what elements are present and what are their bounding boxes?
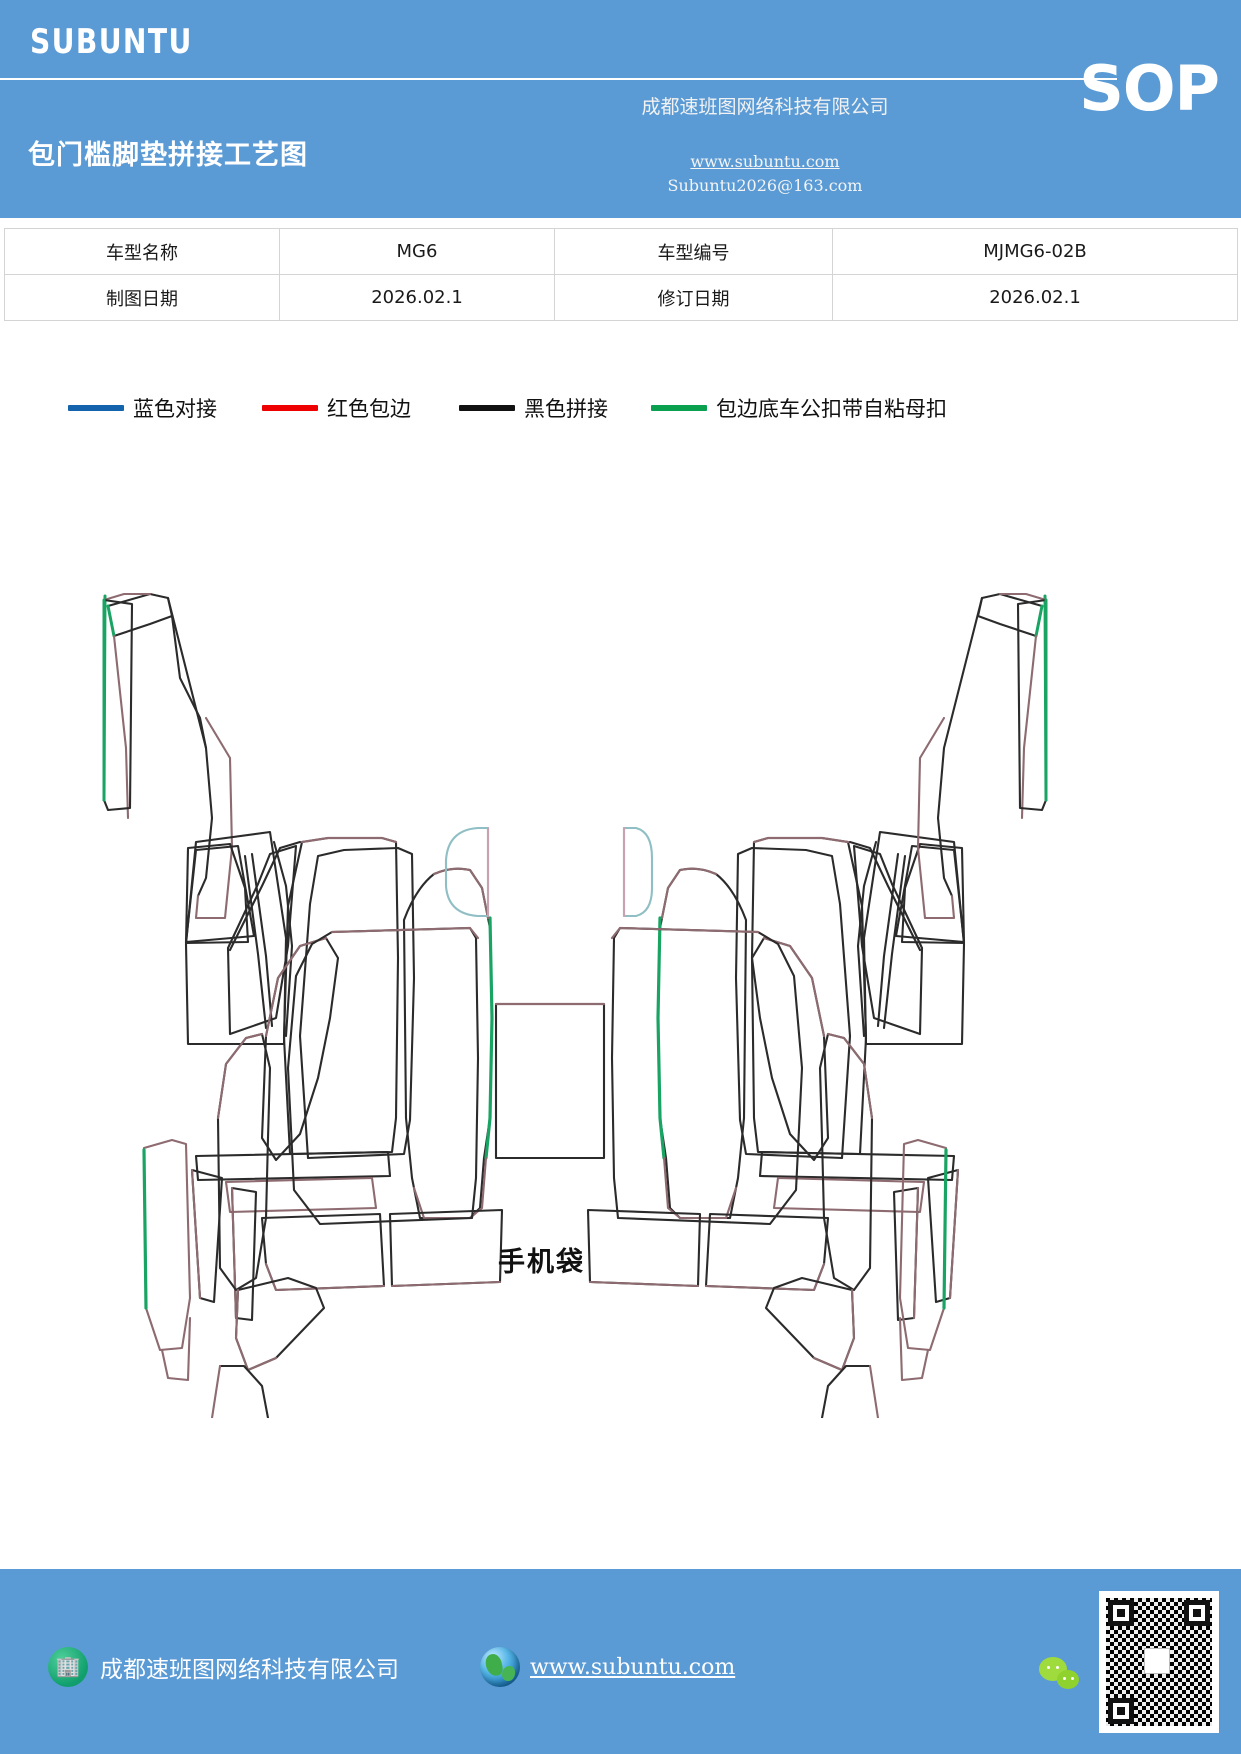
page-title: 包门槛脚垫拼接工艺图 (28, 140, 308, 171)
footer-company-block: 🏢 成都速班图网络科技有限公司 (48, 1647, 399, 1687)
legend-item-green: 包边底车公扣带自粘母扣 (651, 393, 947, 423)
qr-code[interactable] (1099, 1591, 1219, 1733)
part-left-top-flaps (226, 840, 302, 1038)
document-footer: 🏢 成都速班图网络科技有限公司 www.subuntu.com (0, 1569, 1241, 1754)
table-row: 制图日期 2026.02.1 修订日期 2026.02.1 (4, 274, 1238, 321)
part-right-secondary-strip (916, 596, 984, 920)
header-company-name: 成都速班图网络科技有限公司 (641, 96, 889, 118)
part-rear-left-shoulder (216, 1032, 272, 1292)
part-rear-right-shoulder (818, 1032, 874, 1292)
sop-badge: SOP (1079, 52, 1220, 125)
footer-website-link[interactable]: www.subuntu.com (530, 1654, 736, 1680)
part-right-main-mat (750, 836, 868, 1156)
qr-center-logo (1144, 1648, 1170, 1674)
technical-drawing-canvas: 手机袋 (0, 418, 1241, 1418)
legend-swatch-blue-icon (68, 405, 124, 411)
cell-model-name-label: 车型名称 (4, 228, 280, 275)
part-rear-left-main-mat (286, 926, 480, 1226)
phone-pocket-label: 手机袋 (498, 1247, 585, 1278)
qr-code-pattern (1106, 1598, 1212, 1726)
part-right-angled-panel (894, 844, 966, 944)
legend-item-red: 红色包边 (262, 393, 411, 423)
part-right-rounded-side (656, 867, 748, 1220)
part-right-sill-strip (976, 592, 1048, 820)
header-email[interactable]: Subuntu2026@163.com (667, 176, 863, 195)
cell-revise-date-value: 2026.02.1 (832, 274, 1238, 321)
part-left-wedge (184, 842, 250, 945)
part-left-secondary-strip (166, 596, 234, 920)
footer-company-name: 成都速班图网络科技有限公司 (100, 1657, 399, 1683)
part-right-long-bar (998, 592, 1048, 812)
floor-mat-pattern-diagram (102, 592, 1048, 1418)
legend-label-green: 包边底车公扣带自粘母扣 (716, 397, 947, 421)
qr-finder-bottom-left (1108, 1698, 1134, 1724)
part-rear-right-sill (898, 1138, 948, 1382)
legend-swatch-black-icon (459, 405, 515, 411)
cell-model-code-label: 车型编号 (554, 228, 833, 275)
wechat-dot (1071, 1677, 1074, 1680)
part-right-center-mat (734, 846, 852, 1160)
part-right-wedge (900, 842, 966, 945)
part-rear-left-diagonal (260, 936, 340, 1162)
footer-website-block[interactable]: www.subuntu.com (480, 1647, 735, 1687)
legend: 蓝色对接 红色包边 黑色拼接 包边底车公扣带自粘母扣 (0, 388, 1241, 428)
part-rear-right-main-mat (610, 926, 804, 1226)
part-right-upper-trapezoid (862, 830, 966, 1046)
cell-model-code-value: MJMG6-02B (832, 228, 1238, 275)
part-rear-left-tail (210, 1364, 270, 1418)
legend-swatch-red-icon (262, 405, 318, 411)
table-row: 车型名称 MG6 车型编号 MJMG6-02B (4, 228, 1238, 275)
cell-model-name-value: MG6 (279, 228, 555, 275)
legend-item-blue: 蓝色对接 (68, 393, 217, 423)
part-rear-left-heel-pads (260, 1208, 504, 1292)
document-header: SUBUNTU 包门槛脚垫拼接工艺图 成都速班图网络科技有限公司 www.sub… (0, 0, 1241, 218)
globe-icon (480, 1647, 520, 1687)
legend-label-red: 红色包边 (327, 397, 411, 421)
legend-label-blue: 蓝色对接 (133, 397, 217, 421)
wechat-dot (1056, 1666, 1059, 1669)
part-right-bottom-strips (892, 1168, 960, 1322)
cell-revise-date-label: 修订日期 (554, 274, 833, 321)
part-right-heel-pad (758, 1150, 956, 1214)
wechat-dot (1047, 1666, 1050, 1669)
header-website-link[interactable]: www.subuntu.com (690, 152, 840, 171)
part-left-sill-strip (102, 592, 208, 820)
part-rear-right-tail (820, 1364, 880, 1418)
wechat-icon (1039, 1657, 1089, 1695)
qr-finder-top-left (1108, 1600, 1134, 1626)
wechat-bubble-small (1057, 1670, 1079, 1689)
building-icon: 🏢 (48, 1647, 88, 1687)
cell-draw-date-value: 2026.02.1 (279, 274, 555, 321)
part-rear-right-triangle (764, 1276, 856, 1372)
part-left-main-mat (282, 836, 400, 1156)
vehicle-info-table: 车型名称 MG6 车型编号 MJMG6-02B 制图日期 2026.02.1 修… (4, 228, 1238, 321)
wechat-dot (1063, 1677, 1066, 1680)
part-rear-right-diagonal (750, 936, 830, 1162)
legend-swatch-green-icon (651, 405, 707, 411)
part-left-bottom-strips (190, 1168, 258, 1322)
part-left-angled-panel (184, 844, 256, 944)
part-rear-right-heel-pads (586, 1208, 830, 1292)
part-rear-center-panel (494, 1002, 606, 1160)
cell-draw-date-label: 制图日期 (4, 274, 280, 321)
brand-logo: SUBUNTU (30, 22, 193, 62)
part-left-long-bar (102, 592, 152, 812)
qr-finder-top-right (1184, 1600, 1210, 1626)
legend-item-black: 黑色拼接 (459, 393, 608, 423)
legend-label-black: 黑色拼接 (524, 397, 608, 421)
part-phone-pocket (444, 826, 654, 918)
header-divider (0, 78, 1117, 80)
part-rear-left-sill (142, 1138, 192, 1382)
part-rear-left-triangle (234, 1276, 326, 1372)
